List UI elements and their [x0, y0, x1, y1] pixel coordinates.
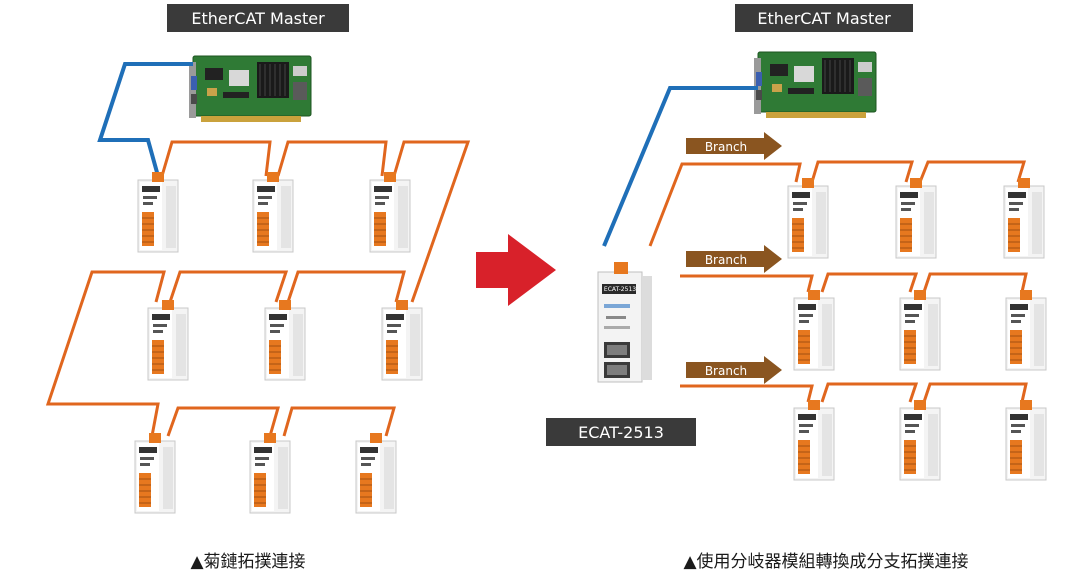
left-ethercat-master-card-icon	[188, 55, 312, 123]
right-io-module-icon	[895, 177, 937, 259]
right-branch-cables	[648, 160, 1028, 403]
left-master-cable	[97, 62, 193, 177]
left-io-module-icon	[252, 171, 294, 253]
gateway-label: ECAT-2513	[578, 423, 664, 442]
branch-arrow-1: Branch	[686, 132, 782, 160]
left-io-module-icon	[137, 171, 179, 253]
left-io-module-icon	[134, 432, 176, 514]
right-io-module-icon	[899, 399, 941, 481]
right-io-module-icon	[1005, 289, 1047, 371]
branch-arrow-3: Branch	[686, 356, 782, 384]
right-ethercat-master-card-icon	[753, 51, 877, 119]
left-master-label-bg	[167, 4, 349, 32]
left-io-module-icon	[381, 299, 423, 381]
right-caption: ▲使用分岐器模組轉換成分支拓撲連接	[683, 551, 968, 572]
right-io-module-icon	[1003, 177, 1045, 259]
branch-label-2: Branch	[705, 253, 747, 267]
right-master-label-bg	[735, 4, 913, 32]
left-io-module-icon	[369, 171, 411, 253]
branch-arrow-2: Branch	[686, 245, 782, 273]
right-io-module-icon	[793, 399, 835, 481]
left-master-label: EtherCAT Master	[191, 9, 325, 28]
gateway-device-text: ECAT-2513	[604, 286, 636, 293]
left-daisy-chain-cables	[45, 140, 471, 437]
branch-label-1: Branch	[705, 140, 747, 154]
right-master-cable	[602, 86, 758, 247]
left-io-module-icon	[147, 299, 189, 381]
right-io-module-icon	[899, 289, 941, 371]
gateway-label-bg	[546, 418, 696, 446]
red-arrow-icon	[476, 234, 556, 306]
left-io-module-icon	[355, 432, 397, 514]
right-io-module-icon	[1005, 399, 1047, 481]
left-caption: ▲菊鏈拓撲連接	[190, 552, 305, 572]
right-master-label: EtherCAT Master	[757, 9, 891, 28]
ecat-2513-gateway-icon	[597, 261, 653, 383]
left-io-module-icon	[264, 299, 306, 381]
left-io-module-icon	[249, 432, 291, 514]
right-io-module-icon	[787, 177, 829, 259]
branch-label-3: Branch	[705, 364, 747, 378]
right-io-module-icon	[793, 289, 835, 371]
